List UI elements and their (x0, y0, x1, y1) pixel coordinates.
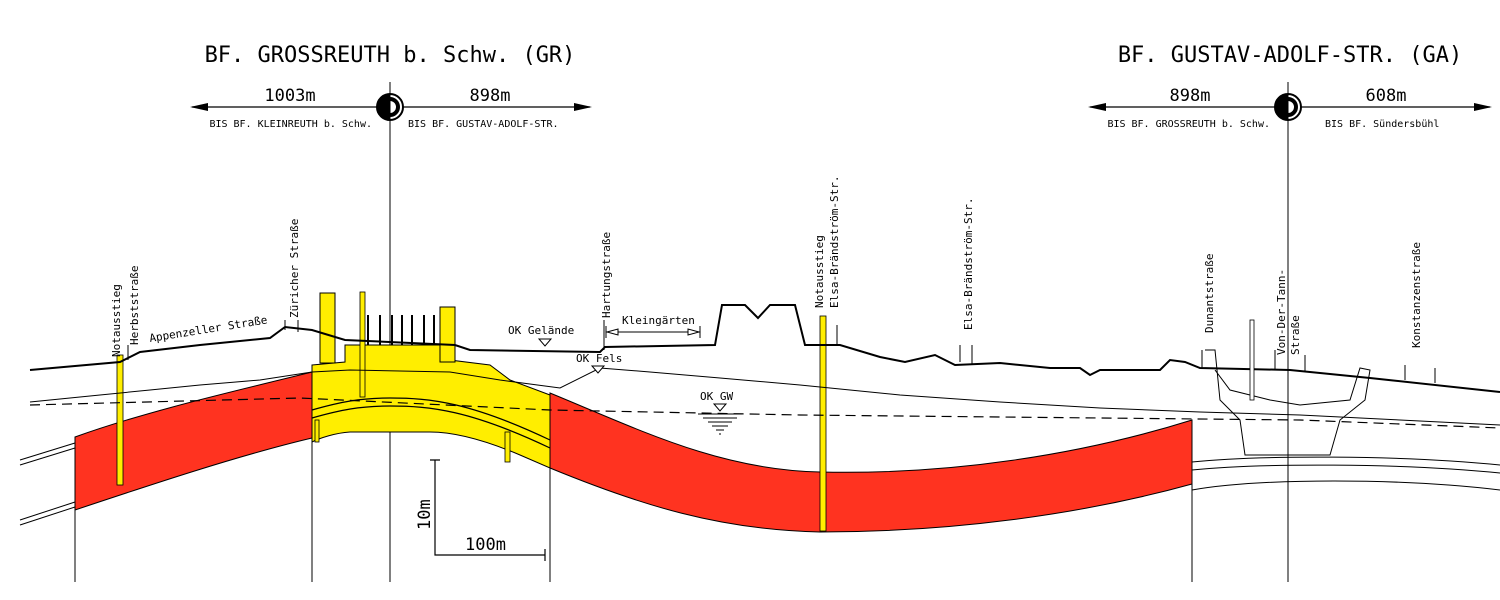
label-herbststrasse: Herbststraße (128, 266, 141, 345)
ground-surface-line (29, 304, 1500, 393)
tunnel-section-middle (549, 392, 1193, 533)
target-right-ga: BIS BF. Sündersbühl (1325, 119, 1439, 130)
station-title-ga: BF. GUSTAV-ADOLF-STR. (GA) (1118, 43, 1462, 68)
station-tower-left (319, 292, 336, 364)
label-elsa-braendstroem-1: Elsa-Brändström-Str. (828, 176, 841, 308)
station-structure-ga (1205, 349, 1371, 456)
station-structure-gr (311, 344, 551, 469)
scale-horizontal-label: 100m (465, 535, 506, 555)
station-tower-right (439, 306, 456, 363)
distance-bar-gr: 1003m 898m BIS BF. KLEINREUTH b. Schw. B… (190, 86, 592, 130)
label-von-der-tann-1: Von-Der-Tann- (1275, 269, 1288, 355)
groundwater-line (29, 397, 1500, 429)
station-shaft-ga (1249, 319, 1255, 401)
street-ticks (127, 320, 1436, 383)
scale-vertical-label: 10m (415, 499, 435, 530)
distance-left-ga: 898m (1170, 86, 1211, 106)
arrow-right-icon (574, 103, 592, 111)
level-marker-icon (590, 365, 606, 374)
label-notausstieg-2: Notausstieg (813, 235, 826, 308)
target-right-gr: BIS BF. GUSTAV-ADOLF-STR. (408, 119, 559, 130)
arrow-left-icon (190, 103, 208, 111)
distance-left-gr: 1003m (264, 86, 315, 106)
station-pile-right (504, 431, 511, 463)
distance-right-ga: 608m (1366, 86, 1407, 106)
tube-line (311, 405, 551, 449)
label-ok-fels: OK Fels (576, 352, 622, 365)
target-left-ga: BIS BF. GROSSREUTH b. Schw. (1107, 119, 1270, 130)
section-boundaries (74, 365, 1193, 582)
station-piles (367, 315, 435, 345)
scale-bar: 10m 100m (415, 459, 546, 561)
station-title-gr: BF. GROSSREUTH b. Schw. (GR) (205, 43, 576, 68)
emergency-shaft-1 (116, 354, 124, 486)
label-zuericher-strasse: Züricher Straße (288, 219, 301, 318)
distance-bar-ga: 898m 608m BIS BF. GROSSREUTH b. Schw. BI… (1088, 86, 1492, 130)
station-pile-left (314, 419, 320, 443)
label-ok-gw: OK GW (700, 390, 733, 403)
tunnel-continuation-left (19, 442, 76, 526)
groundwater-marker-icon (698, 403, 742, 435)
label-notausstieg-1: Notausstieg (110, 284, 123, 357)
label-hartungstrasse: Hartungstraße (600, 232, 613, 318)
distance-right-gr: 898m (470, 86, 511, 106)
station-shaft (359, 291, 366, 398)
kleingaerten-dimension (605, 326, 701, 338)
target-left-gr: BIS BF. KLEINREUTH b. Schw. (209, 119, 372, 130)
emergency-shaft-2 (819, 315, 827, 532)
tube-line (311, 397, 551, 441)
level-marker-icon (537, 338, 553, 347)
label-elsa-braendstroem-2: Elsa-Brändström-Str. (962, 198, 975, 330)
tunnel-continuation-right (1191, 456, 1500, 491)
label-kleingaerten: Kleingärten (622, 314, 695, 327)
label-dunantstrasse: Dunantstraße (1203, 254, 1216, 333)
label-konstanzenstrasse: Konstanzenstraße (1410, 242, 1423, 348)
label-ok-gelaende: OK Gelände (508, 324, 574, 337)
arrow-left-icon (1088, 103, 1106, 111)
arrow-right-icon (1474, 103, 1492, 111)
label-von-der-tann-2: Straße (1289, 315, 1302, 355)
tunnel-section-left (74, 371, 313, 511)
